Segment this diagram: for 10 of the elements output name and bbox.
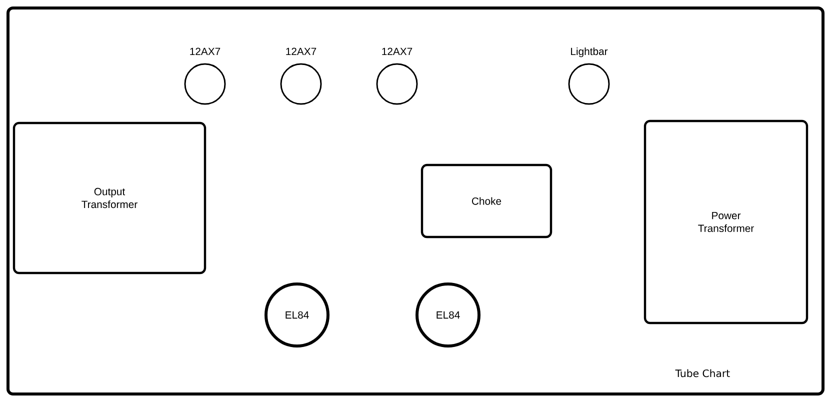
socket-label: 12AX7 bbox=[382, 48, 412, 55]
component-box: Output Transformer bbox=[12, 122, 206, 274]
component-box: Power Transformer bbox=[644, 120, 808, 324]
tube-socket: EL84 bbox=[416, 282, 480, 348]
component-box: Choke bbox=[420, 164, 552, 238]
tube-socket: EL84 bbox=[264, 282, 330, 348]
chart-note: Tube Chart bbox=[675, 369, 730, 378]
socket-label: Lightbar bbox=[571, 47, 608, 58]
socket-label: 12AX7 bbox=[286, 48, 316, 55]
socket-label: 12AX7 bbox=[190, 48, 220, 55]
